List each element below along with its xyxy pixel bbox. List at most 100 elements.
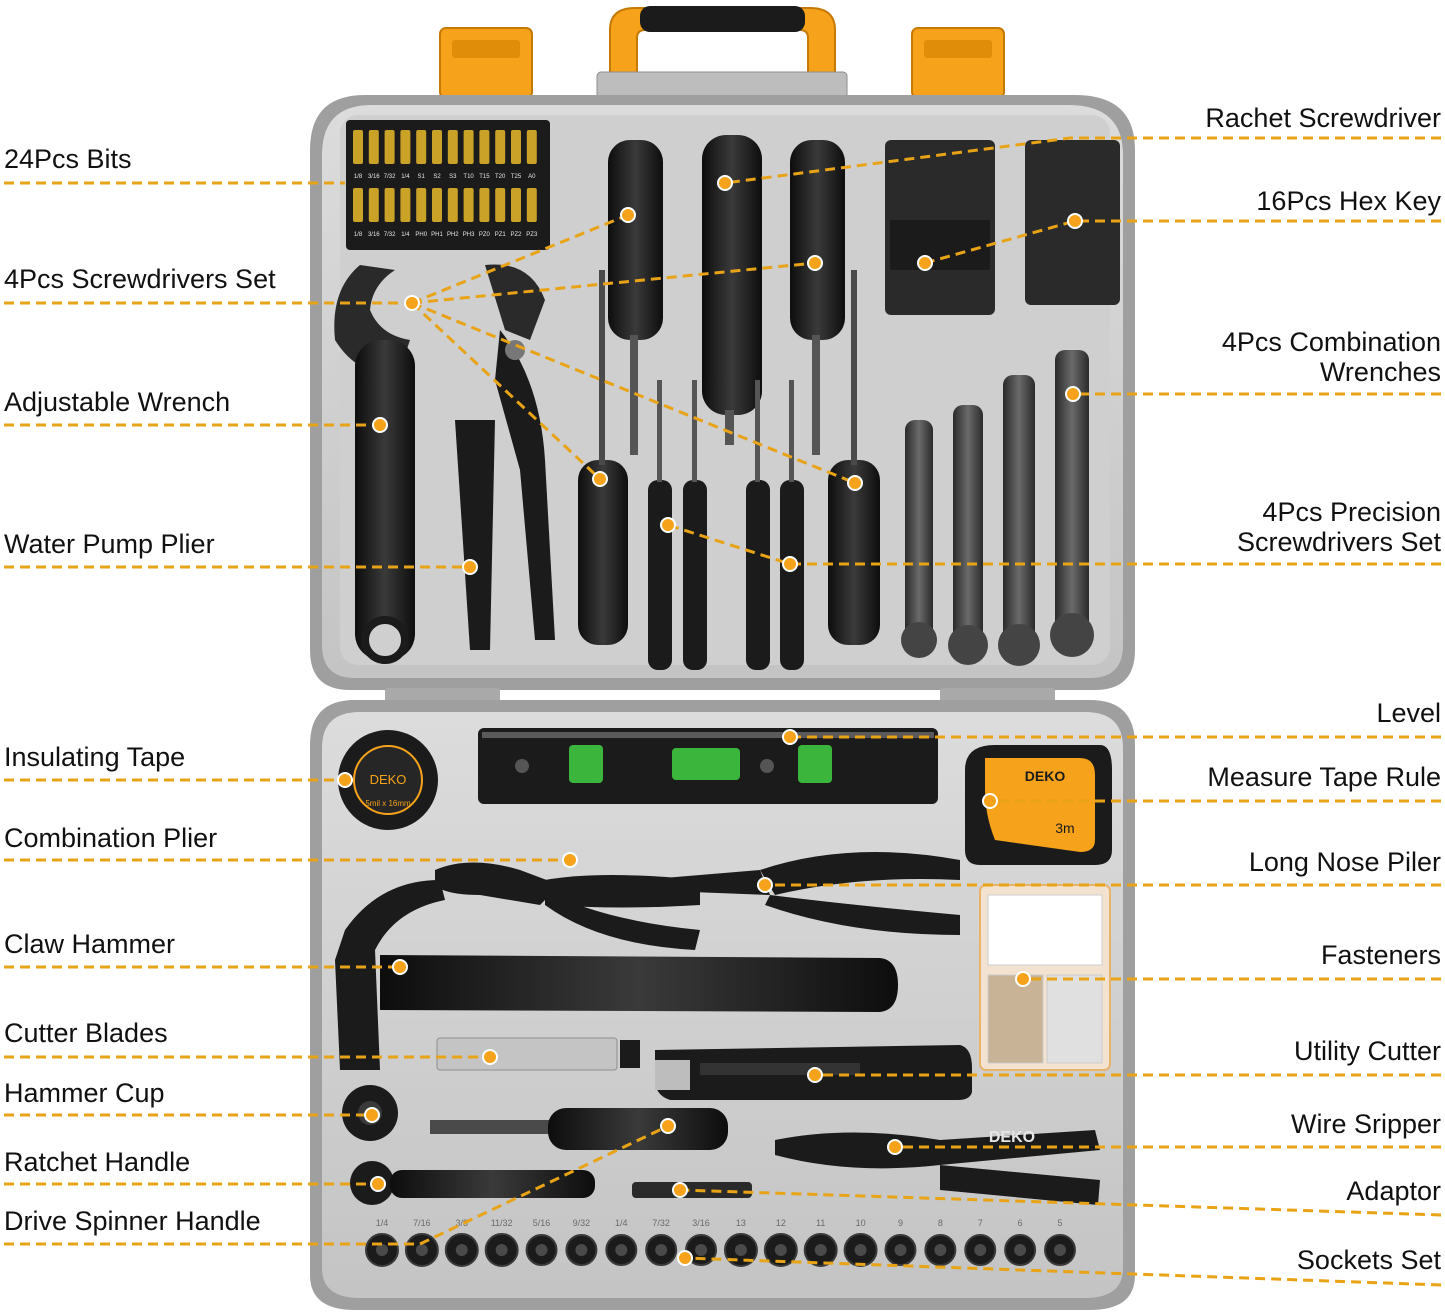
socket-bore bbox=[575, 1244, 588, 1256]
bit-size-label: PZ1 bbox=[495, 232, 507, 238]
socket-size-label: 11 bbox=[816, 1218, 825, 1228]
bit bbox=[432, 130, 442, 164]
precision-screwdrivers bbox=[648, 380, 804, 670]
tape-size: 5mil x 16mm bbox=[365, 799, 411, 808]
label-wire-stripper: Wire Sripper bbox=[1290, 1109, 1441, 1139]
bit-size-label: 7/32 bbox=[384, 232, 396, 238]
label-measure-tape: Measure Tape Rule bbox=[1207, 762, 1441, 792]
socket-size-label: 12 bbox=[776, 1218, 786, 1228]
case-handle bbox=[596, 6, 848, 103]
bit-size-label: 3/16 bbox=[368, 232, 380, 238]
bit bbox=[353, 188, 363, 222]
bit-size-label: PH2 bbox=[447, 232, 459, 238]
bit bbox=[526, 188, 537, 222]
bit-size-label: PZ3 bbox=[526, 232, 538, 238]
insulating-tape: DEKO 5mil x 16mm bbox=[338, 730, 438, 830]
bit bbox=[526, 130, 537, 164]
label-drive-spinner-handle: Drive Spinner Handle bbox=[4, 1206, 261, 1236]
cutter-blades bbox=[436, 1037, 640, 1071]
socket-bore bbox=[415, 1244, 428, 1256]
fasteners-box bbox=[979, 884, 1111, 1071]
tape-brand: DEKO bbox=[370, 772, 407, 787]
socket-size-label: 9 bbox=[898, 1218, 903, 1228]
socket-size-label: 7 bbox=[978, 1218, 983, 1228]
bit-size-label: A0 bbox=[528, 174, 536, 180]
bit bbox=[368, 188, 379, 222]
bit-size-label: 1/8 bbox=[354, 232, 363, 238]
label-rachet-screwdriver: Rachet Screwdriver bbox=[1205, 103, 1441, 133]
label-precision-screwdrivers-line1: 4Pcs Precision bbox=[1262, 497, 1441, 527]
socket-size-label: 8 bbox=[938, 1218, 943, 1228]
bit-size-label: 1/8 bbox=[354, 174, 363, 180]
socket-bore bbox=[894, 1244, 907, 1256]
label-combination-wrenches-line1: 4Pcs Combination bbox=[1221, 327, 1441, 357]
screwdrivers-large bbox=[578, 135, 880, 645]
label-hammer-cup: Hammer Cup bbox=[4, 1078, 165, 1108]
bit bbox=[511, 130, 521, 164]
bit-size-label: T10 bbox=[463, 174, 474, 180]
wire-stripper: DEKO bbox=[775, 1129, 1100, 1205]
bit-size-label: S3 bbox=[449, 174, 457, 180]
label-cutter-blades: Cutter Blades bbox=[4, 1018, 168, 1048]
bit-size-label: PH0 bbox=[415, 232, 427, 238]
stripper-brand: DEKO bbox=[989, 1129, 1035, 1146]
socket-size-label: 13 bbox=[736, 1218, 746, 1228]
bit bbox=[416, 188, 427, 222]
bit-size-label: S2 bbox=[433, 174, 441, 180]
bit-size-label: S1 bbox=[418, 174, 426, 180]
bit bbox=[384, 130, 395, 164]
bit bbox=[368, 130, 379, 164]
label-fasteners: Fasteners bbox=[1320, 940, 1441, 970]
label-adaptor: Adaptor bbox=[1346, 1176, 1441, 1206]
socket-size-label: 11/32 bbox=[491, 1218, 513, 1228]
label-utility-cutter: Utility Cutter bbox=[1293, 1036, 1441, 1066]
label-combination-wrenches-line2: Wrenches bbox=[1319, 357, 1441, 387]
socket-size-label: 1/4 bbox=[376, 1218, 389, 1228]
bit bbox=[384, 188, 395, 222]
bit bbox=[511, 188, 521, 222]
bit-size-label: T25 bbox=[511, 174, 522, 180]
bit-size-label: 3/16 bbox=[368, 174, 380, 180]
label-adjustable-wrench: Adjustable Wrench bbox=[4, 387, 231, 417]
bit bbox=[447, 188, 458, 222]
claw-hammer bbox=[335, 880, 898, 1070]
socket-size-label: 3/16 bbox=[692, 1218, 710, 1228]
socket-bore bbox=[734, 1244, 747, 1256]
bit-size-label: T15 bbox=[479, 174, 490, 180]
socket-size-label: 3/8 bbox=[456, 1218, 469, 1228]
bit-size-label: 1/4 bbox=[401, 174, 410, 180]
socket-bore bbox=[854, 1244, 867, 1256]
socket-bore bbox=[535, 1244, 548, 1256]
label-screwdrivers-set: 4Pcs Screwdrivers Set bbox=[4, 264, 276, 294]
bit-size-label: 1/4 bbox=[401, 232, 410, 238]
socket-bore bbox=[1014, 1244, 1027, 1256]
bit bbox=[353, 130, 363, 164]
socket-size-label: 9/32 bbox=[573, 1218, 591, 1228]
socket-size-label: 10 bbox=[856, 1218, 866, 1228]
label-combination-plier: Combination Plier bbox=[4, 823, 218, 853]
spirit-level bbox=[478, 728, 938, 804]
water-pump-plier bbox=[455, 264, 555, 650]
socket-bore bbox=[455, 1244, 468, 1256]
bit bbox=[400, 130, 411, 164]
socket-size-label: 5/16 bbox=[533, 1218, 551, 1228]
case-hinges bbox=[385, 688, 1055, 702]
label-precision-screwdrivers: 4Pcs Precision Screwdrivers Set bbox=[1237, 497, 1441, 557]
label-claw-hammer: Claw Hammer bbox=[4, 929, 176, 959]
socket-bore bbox=[615, 1244, 628, 1256]
bit bbox=[495, 188, 506, 222]
combination-wrenches bbox=[901, 350, 1094, 666]
socket-bore bbox=[495, 1244, 508, 1256]
socket-bore bbox=[1054, 1244, 1066, 1256]
bit bbox=[463, 188, 474, 222]
drive-spinner-handle bbox=[430, 1108, 728, 1150]
label-level: Level bbox=[1376, 698, 1441, 728]
tape-measure-brand: DEKO bbox=[1025, 768, 1066, 784]
socket-bore bbox=[974, 1244, 987, 1256]
bit bbox=[416, 130, 427, 164]
socket-bore bbox=[934, 1244, 947, 1256]
label-precision-screwdrivers-line2: Screwdrivers Set bbox=[1236, 527, 1441, 557]
label-sockets-set: Sockets Set bbox=[1296, 1245, 1441, 1275]
